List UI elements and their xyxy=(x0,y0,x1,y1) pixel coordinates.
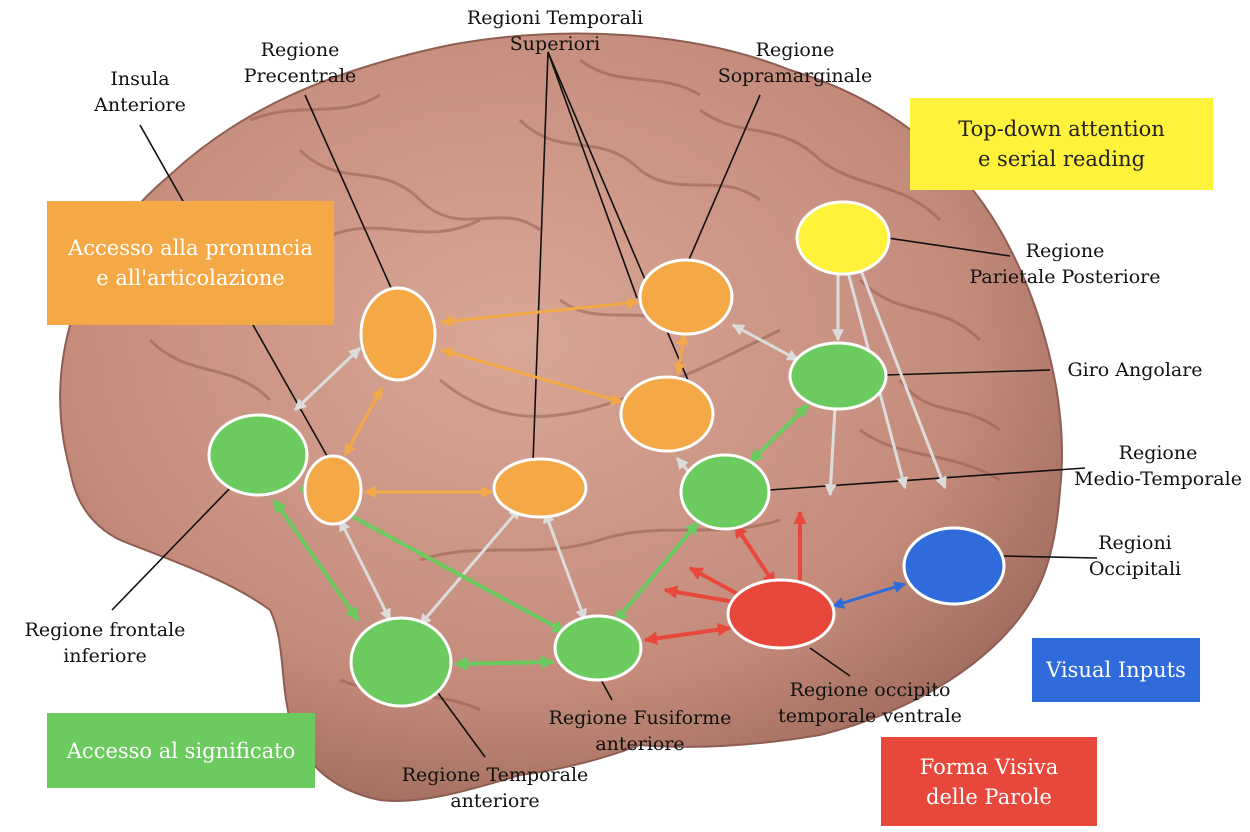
node-fusiform xyxy=(553,614,643,682)
legend-visual: Visual Inputs xyxy=(1032,638,1200,702)
node-inferior-frontal xyxy=(207,413,309,497)
legend-word-form: Forma Visiva delle Parole xyxy=(881,737,1097,826)
leader-occipital xyxy=(1001,555,1098,559)
blue-arrow xyxy=(831,581,907,609)
label-posterior-parietal-line2: Parietale Posteriore xyxy=(969,266,1161,288)
label-supramarginal: Regione Sopramarginale xyxy=(705,37,885,89)
node-supramarginal xyxy=(638,258,734,336)
label-vwfa: Regione occipito temporale ventrale xyxy=(765,677,975,729)
legend-word-form-line1: Forma Visiva xyxy=(919,754,1059,779)
node-precentral xyxy=(359,286,437,382)
legend-visual-line1: Visual Inputs xyxy=(1046,658,1186,682)
label-posterior-parietal-line1: Regione xyxy=(1025,240,1105,262)
label-posterior-parietal: Regione Parietale Posteriore xyxy=(950,238,1180,290)
node-superior-temporal-posterior xyxy=(619,375,715,453)
label-precentral-line2: Precentrale xyxy=(243,65,357,87)
label-vwfa-line2: temporale ventrale xyxy=(778,705,962,727)
leader-superior-temporal-2 xyxy=(547,51,638,299)
leader-middle-temporal xyxy=(768,467,1086,491)
node-occipital xyxy=(902,526,1006,606)
label-angular-line1: Giro Angolare xyxy=(1067,359,1203,381)
leader-anterior-temporal xyxy=(429,681,486,758)
label-anterior-temporal-line2: anteriore xyxy=(450,790,540,812)
label-precentral-line1: Regione xyxy=(260,39,340,61)
legend-attention-line2: e serial reading xyxy=(977,147,1146,171)
label-middle-temporal-line1: Regione xyxy=(1118,442,1198,464)
label-middle-temporal-line2: Medio-Temporale xyxy=(1074,468,1242,490)
label-occipital-line2: Occipitali xyxy=(1088,558,1182,580)
node-insula xyxy=(303,454,363,526)
label-superior-temporal-line2: Superiori xyxy=(509,33,601,55)
green-arrow xyxy=(613,520,700,624)
label-inferior-frontal-line2: inferiore xyxy=(63,645,147,667)
label-insula-line1: Insula xyxy=(110,68,170,90)
node-anterior-temporal xyxy=(349,616,453,708)
legend-pronunciation-line1: Accesso alla pronuncia xyxy=(68,236,313,260)
region-nodes xyxy=(207,200,1006,708)
legend-meaning-line1: Accesso al significato xyxy=(66,738,296,763)
label-superior-temporal-line1: Regioni Temporali xyxy=(466,7,644,29)
node-parietal xyxy=(795,200,891,276)
label-occipital: Regioni Occipitali xyxy=(1075,530,1195,582)
green-arrow xyxy=(453,655,555,671)
node-middle-temporal xyxy=(679,453,771,531)
grey-arrow xyxy=(824,407,837,497)
node-superior-temporal-anterior xyxy=(492,457,588,519)
label-insula: Insula Anteriore xyxy=(70,66,210,118)
label-inferior-frontal: Regione frontale inferiore xyxy=(5,617,205,669)
node-vwfa xyxy=(726,578,836,650)
orange-arrow xyxy=(343,386,384,457)
red-arrow xyxy=(733,523,777,587)
label-angular: Giro Angolare xyxy=(1050,357,1220,383)
leader-fusiform xyxy=(599,677,613,701)
label-supramarginal-line1: Regione xyxy=(755,39,835,61)
leader-precentral xyxy=(304,94,393,291)
legend-pronunciation-line2: e all'articolazione xyxy=(96,266,285,290)
label-vwfa-line1: Regione occipito xyxy=(789,679,951,701)
orange-arrow xyxy=(440,297,640,327)
leader-angular xyxy=(884,369,1051,376)
leader-supramarginal xyxy=(687,94,761,263)
red-arrow xyxy=(663,585,741,605)
label-supramarginal-line2: Sopramarginale xyxy=(717,65,873,87)
leader-inferior-frontal xyxy=(111,484,234,611)
label-fusiform-line1: Regione Fusiforme xyxy=(548,707,732,729)
leader-lines xyxy=(111,51,1098,758)
label-insula-line2: Anteriore xyxy=(94,94,186,116)
orange-arrow xyxy=(673,332,689,376)
label-middle-temporal: Regione Medio-Temporale xyxy=(1068,440,1248,492)
grey-arrow xyxy=(293,346,362,412)
label-anterior-temporal-line1: Regione Temporale xyxy=(401,764,589,786)
grey-arrow xyxy=(858,267,947,490)
legend-meaning: Accesso al significato xyxy=(47,713,315,788)
legend-pronunciation: Accesso alla pronuncia e all'articolazio… xyxy=(47,201,334,325)
label-anterior-temporal: Regione Temporale anteriore xyxy=(395,762,595,814)
orange-arrow xyxy=(440,347,624,405)
green-arrow xyxy=(748,403,810,464)
legend-attention: Top-down attention e serial reading xyxy=(910,98,1213,190)
leader-parietal xyxy=(887,237,1011,257)
grey-arrow xyxy=(731,323,800,362)
label-inferior-frontal-line1: Regione frontale xyxy=(24,619,186,641)
label-occipital-line1: Regioni xyxy=(1098,532,1172,554)
label-superior-temporal: Regioni Temporali Superiori xyxy=(460,5,650,57)
label-precentral: Regione Precentrale xyxy=(225,37,375,89)
label-fusiform: Regione Fusiforme anteriore xyxy=(540,705,740,757)
legend-word-form-line2: delle Parole xyxy=(926,784,1052,809)
leader-vwfa xyxy=(809,647,851,677)
red-arrow xyxy=(643,622,732,646)
legend-attention-line1: Top-down attention xyxy=(958,117,1165,141)
node-angular xyxy=(788,341,888,411)
label-fusiform-line2: anteriore xyxy=(595,733,685,755)
red-arrow xyxy=(688,566,746,600)
red-connections xyxy=(643,510,807,646)
